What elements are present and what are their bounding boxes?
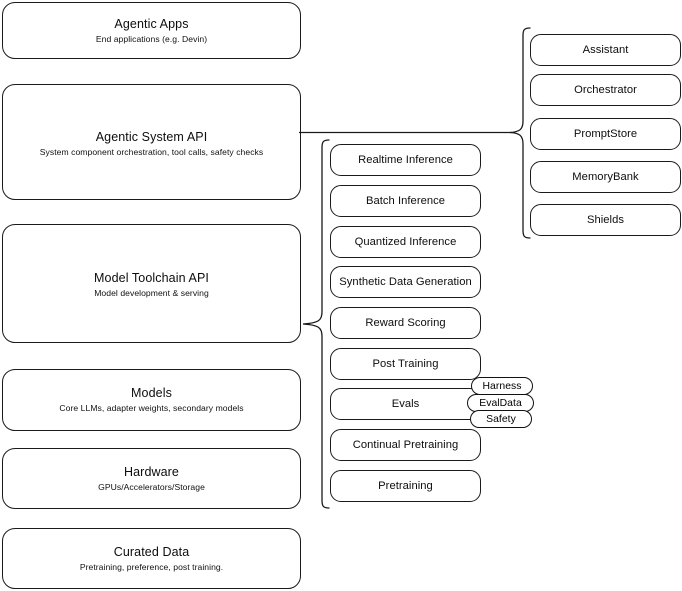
layer-title-models: Models xyxy=(131,386,172,400)
component-label-batch-inference: Batch Inference xyxy=(365,194,446,207)
layer-box-agentic-apps[interactable]: Agentic Apps End applications (e.g. Devi… xyxy=(2,2,301,59)
layer-title-hardware: Hardware xyxy=(124,464,179,479)
evals-subcomponent-label-evaldata: EvalData xyxy=(479,397,522,409)
component-label-assistant: Assistant xyxy=(582,43,629,56)
component-box-post-training[interactable]: Post Training xyxy=(330,348,481,380)
component-box-memorybank[interactable]: MemoryBank xyxy=(530,161,681,193)
component-label-reward-scoring: Reward Scoring xyxy=(365,316,446,329)
evals-subcomponent-label-harness: Harness xyxy=(482,380,522,392)
component-box-synthetic-data-generation[interactable]: Synthetic Data Generation xyxy=(330,266,481,298)
component-label-shields: Shields xyxy=(586,213,625,226)
layer-subtitle-models: Core LLMs, adapter weights, secondary mo… xyxy=(59,403,244,413)
layer-box-agentic-system-api[interactable]: Agentic System API System component orch… xyxy=(2,84,301,200)
layer-box-curated-data[interactable]: Curated Data Pretraining, preference, po… xyxy=(2,528,301,589)
component-label-memorybank: MemoryBank xyxy=(572,170,639,183)
brace-system-components xyxy=(509,27,531,239)
component-box-continual-pretraining[interactable]: Continual Pretraining xyxy=(330,429,481,461)
layer-title-agentic-apps: Agentic Apps xyxy=(114,16,189,31)
component-box-realtime-inference[interactable]: Realtime Inference xyxy=(330,144,481,176)
layer-subtitle-agentic-apps: End applications (e.g. Devin) xyxy=(95,33,208,44)
connector-agentic-system-to-components xyxy=(299,131,512,134)
layer-box-model-toolchain-api[interactable]: Model Toolchain API Model development & … xyxy=(2,224,301,343)
layer-subtitle-model-toolchain-api: Model development & serving xyxy=(94,288,209,298)
component-label-evals: Evals xyxy=(391,397,420,410)
component-label-synthetic-data-generation: Synthetic Data Generation xyxy=(339,275,472,288)
layer-subtitle-agentic-system-api: System component orchestration, tool cal… xyxy=(39,147,264,157)
layer-title-agentic-system-api: Agentic System API xyxy=(95,130,208,144)
layer-title-model-toolchain-api: Model Toolchain API xyxy=(94,271,209,285)
component-box-assistant[interactable]: Assistant xyxy=(530,34,681,66)
component-box-orchestrator[interactable]: Orchestrator xyxy=(530,74,681,106)
component-label-post-training: Post Training xyxy=(372,357,439,370)
evals-subcomponent-harness[interactable]: Harness xyxy=(471,377,533,395)
component-box-evals[interactable]: Evals xyxy=(330,388,481,420)
component-label-orchestrator: Orchestrator xyxy=(574,83,637,96)
component-label-realtime-inference: Realtime Inference xyxy=(358,153,453,166)
evals-subcomponent-label-safety: Safety xyxy=(486,413,516,425)
component-label-pretraining: Pretraining xyxy=(378,479,433,492)
component-box-reward-scoring[interactable]: Reward Scoring xyxy=(330,307,481,339)
layer-subtitle-curated-data: Pretraining, preference, post training. xyxy=(79,561,224,572)
component-box-batch-inference[interactable]: Batch Inference xyxy=(330,185,481,217)
layer-title-curated-data: Curated Data xyxy=(113,544,190,559)
component-box-promptstore[interactable]: PromptStore xyxy=(530,118,681,150)
layer-box-models[interactable]: Models Core LLMs, adapter weights, secon… xyxy=(2,369,301,431)
layer-subtitle-hardware: GPUs/Accelerators/Storage xyxy=(98,481,205,492)
component-label-continual-pretraining: Continual Pretraining xyxy=(352,438,459,451)
evals-subcomponent-safety[interactable]: Safety xyxy=(470,410,532,428)
brace-toolchain-components xyxy=(302,139,330,509)
component-label-quantized-inference: Quantized Inference xyxy=(354,235,457,248)
component-label-promptstore: PromptStore xyxy=(573,127,638,140)
layer-box-hardware[interactable]: Hardware GPUs/Accelerators/Storage xyxy=(2,448,301,509)
component-box-pretraining[interactable]: Pretraining xyxy=(330,470,481,502)
component-box-quantized-inference[interactable]: Quantized Inference xyxy=(330,226,481,258)
component-box-shields[interactable]: Shields xyxy=(530,204,681,236)
